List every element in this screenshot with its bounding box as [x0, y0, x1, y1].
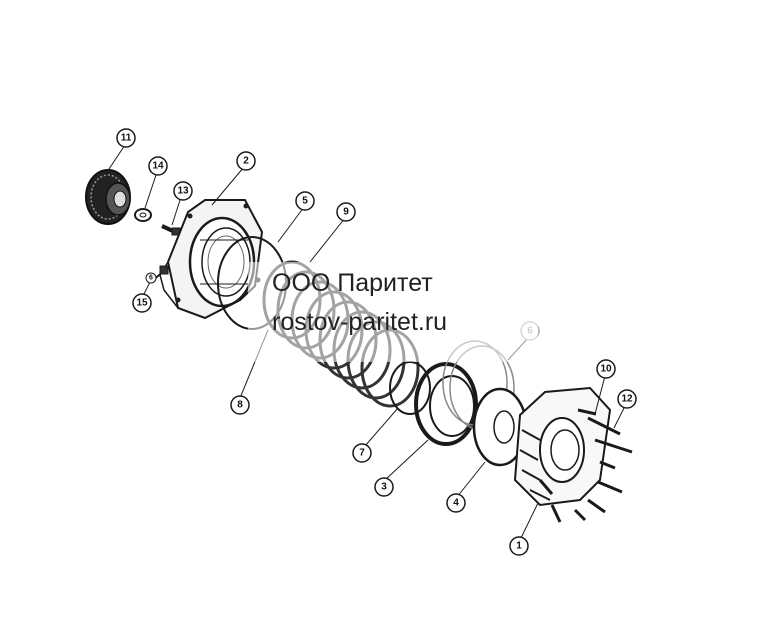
callout-label: 9 [343, 207, 349, 218]
housing-part-2 [159, 199, 264, 320]
callout-label: 10 [600, 364, 612, 375]
callout-11: 11 [116, 128, 136, 148]
callout-label: 8 [237, 400, 243, 411]
callout-label: 4 [453, 498, 459, 509]
callout-10: 10 [596, 359, 616, 379]
rear-housing-part-1 [513, 386, 612, 507]
callout-label: 11 [121, 133, 132, 144]
bolt-part-13 [161, 224, 181, 236]
callout-15: 15 [132, 293, 152, 313]
gear-part-11 [85, 169, 131, 225]
callout-label: 15 [136, 298, 148, 309]
callout-12: 12 [617, 389, 637, 409]
callout-label: 5 [302, 196, 308, 207]
callout-3: 3 [374, 477, 394, 497]
bolts-part-12 [538, 408, 633, 523]
callout-5: 5 [295, 191, 315, 211]
callout-1: 1 [509, 536, 529, 556]
callout-label: 2 [243, 156, 249, 167]
watermark-company: ООО Паритет [272, 269, 433, 297]
callout-label: 13 [177, 186, 189, 197]
callout-8: 8 [230, 395, 250, 415]
callout-6-small: 6 [145, 272, 157, 284]
callout-label: 7 [359, 448, 365, 459]
callout-14: 14 [148, 156, 168, 176]
callout-label: 3 [381, 482, 387, 493]
callout-13: 13 [173, 181, 193, 201]
callout-label: 12 [621, 394, 633, 405]
watermark-backdrop [248, 262, 538, 362]
callout-7: 7 [352, 443, 372, 463]
callout-label: 6 [149, 275, 153, 282]
callout-9: 9 [336, 202, 356, 222]
callout-label: 14 [152, 161, 164, 172]
ring-part-7 [389, 361, 431, 415]
callout-4: 4 [446, 493, 466, 513]
callout-2: 2 [236, 151, 256, 171]
washer-part-14 [134, 208, 152, 222]
watermark-site: rostov-paritet.ru [272, 308, 448, 336]
callout-label: 1 [516, 541, 522, 552]
